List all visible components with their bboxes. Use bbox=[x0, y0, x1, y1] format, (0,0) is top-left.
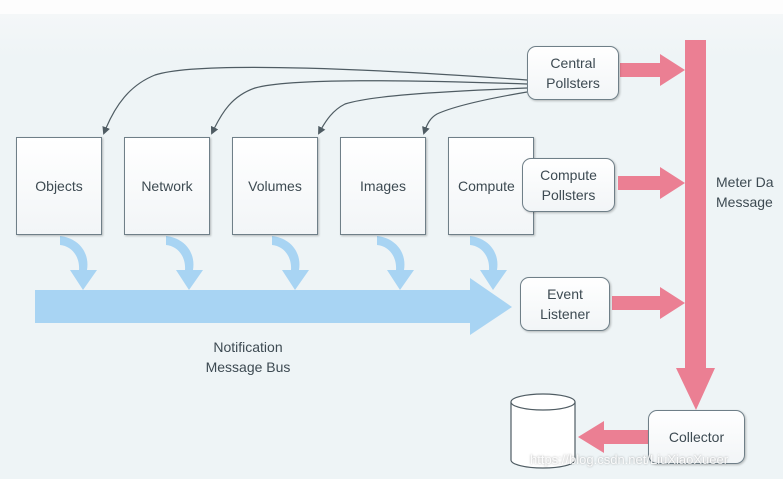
compute-bus-arrow bbox=[470, 236, 507, 290]
central-pollster-lines bbox=[102, 66, 528, 135]
compute-pollsters-meter-arrow bbox=[618, 167, 685, 199]
collector-label: Collector bbox=[668, 429, 725, 445]
images-box: Images bbox=[340, 137, 426, 235]
watermark-text: https://blog.csdn.net/LiuXiaoXueer bbox=[530, 452, 729, 467]
meter-bus-label: Meter Da Message bbox=[716, 174, 774, 210]
collector-to-storage-arrow bbox=[578, 421, 648, 453]
poll-line-volumes bbox=[318, 87, 528, 135]
event-listener-box: Event Listener bbox=[520, 277, 610, 331]
pollster-to-meter-arrows bbox=[578, 54, 685, 453]
volumes-bus-arrow bbox=[272, 236, 309, 290]
compute-pollsters-box: Compute Pollsters bbox=[522, 158, 615, 212]
volumes-label: Volumes bbox=[248, 178, 302, 194]
collector-box: Collector bbox=[648, 410, 745, 464]
poll-line-objects bbox=[102, 66, 528, 135]
source-to-bus-arrows bbox=[60, 236, 507, 290]
poll-line-network bbox=[210, 80, 528, 135]
volumes-box: Volumes bbox=[232, 137, 318, 235]
storage-cylinder bbox=[510, 393, 576, 469]
objects-bus-arrow bbox=[60, 236, 97, 290]
network-label: Network bbox=[141, 178, 193, 194]
central-pollsters-meter-arrow bbox=[620, 54, 685, 86]
network-bus-arrow bbox=[166, 236, 203, 290]
meter-bus-arrow bbox=[676, 40, 715, 410]
notification-bus-label: Notification Message Bus bbox=[205, 339, 291, 375]
top-band bbox=[0, 0, 783, 14]
images-label: Images bbox=[360, 178, 406, 194]
objects-box: Objects bbox=[16, 137, 102, 235]
compute-pollsters-label: Compute Pollsters bbox=[540, 167, 597, 203]
event-listener-meter-arrow bbox=[612, 287, 685, 319]
compute-label: Compute bbox=[458, 178, 515, 194]
poll-line-images bbox=[422, 91, 528, 135]
network-box: Network bbox=[124, 137, 210, 235]
notification-bus-arrow bbox=[35, 278, 512, 335]
central-pollsters-label: Central Pollsters bbox=[546, 55, 600, 91]
event-listener-label: Event Listener bbox=[540, 286, 590, 322]
objects-label: Objects bbox=[35, 178, 83, 194]
central-pollsters-box: Central Pollsters bbox=[527, 46, 619, 100]
images-bus-arrow bbox=[377, 236, 414, 290]
